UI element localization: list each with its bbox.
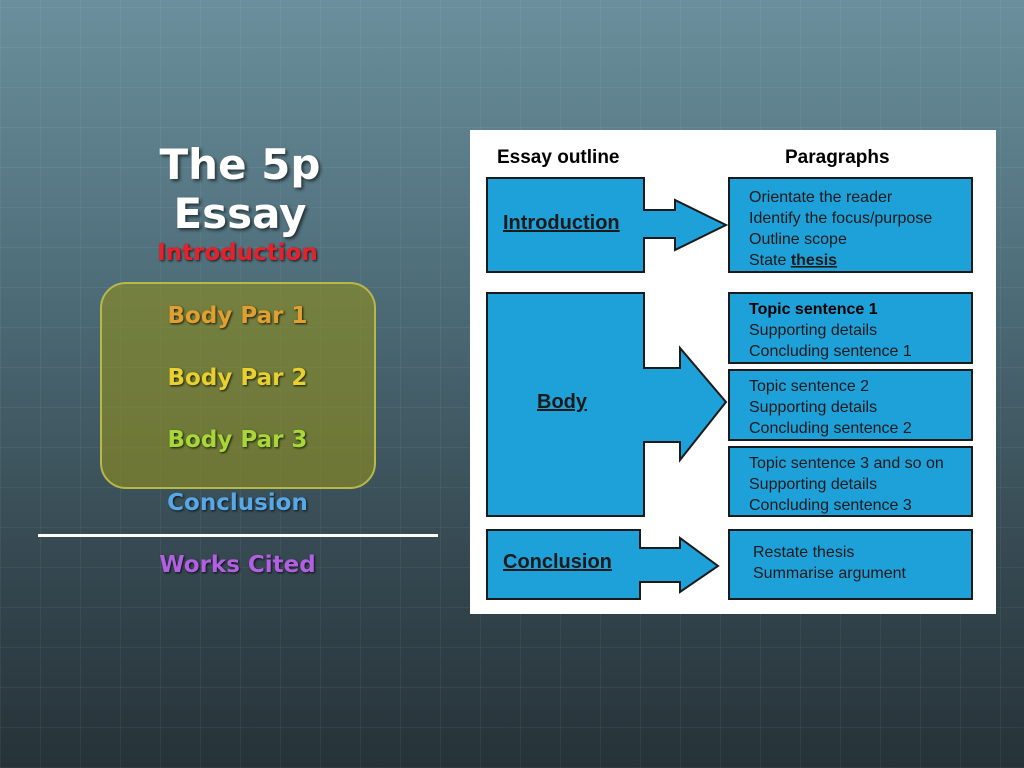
- body-group-2-line-1: Topic sentence 2: [749, 378, 869, 395]
- body-group-3-line-3: Concluding sentence 3: [749, 497, 912, 514]
- essay-outline-diagram: Essay outline Paragraphs Introduction Bo…: [470, 130, 996, 614]
- intro-line-4: State thesis: [749, 252, 837, 269]
- intro-line-3: Outline scope: [749, 231, 847, 248]
- diagram-header-paragraphs: Paragraphs: [785, 147, 890, 168]
- body-group-2-box: [728, 369, 973, 441]
- body-group-2-line-3: Concluding sentence 2: [749, 420, 912, 437]
- body-group-1-line-2: Supporting details: [749, 322, 877, 339]
- introduction-arrow-box: [486, 177, 729, 273]
- introduction-label: Introduction: [503, 212, 620, 234]
- conclusion-line-2: Summarise argument: [753, 565, 907, 582]
- introduction-paragraph-box: [728, 177, 973, 273]
- body-group-1-line-1: Topic sentence 1: [749, 301, 878, 318]
- body-group-3-line-2: Supporting details: [749, 476, 877, 493]
- conclusion-label: Conclusion: [503, 551, 612, 573]
- intro-thesis-word: thesis: [791, 252, 837, 269]
- conclusion-arrow-box: [486, 529, 720, 600]
- conclusion-paragraph-box: [728, 529, 973, 600]
- intro-line-2: Identify the focus/purpose: [749, 210, 932, 227]
- diagram-header-essay-outline: Essay outline: [497, 147, 620, 168]
- body-paragraphs-box: [100, 282, 376, 489]
- outline-body-par-1: Body Par 1: [167, 303, 308, 329]
- outline-conclusion: Conclusion: [167, 490, 308, 516]
- body-arrow-box: [486, 292, 728, 517]
- outline-divider: [38, 534, 438, 537]
- intro-state-text: State: [749, 252, 786, 269]
- diagram-canvas: Essay outline Paragraphs Introduction Bo…: [486, 147, 973, 600]
- conclusion-line-1: Restate thesis: [753, 544, 854, 561]
- body-group-2-line-2: Supporting details: [749, 399, 877, 416]
- body-group-1-line-3: Concluding sentence 1: [749, 343, 912, 360]
- body-label: Body: [537, 391, 588, 413]
- outline-works-cited: Works Cited: [159, 552, 316, 578]
- intro-line-1: Orientate the reader: [749, 189, 893, 206]
- body-group-1-box: [728, 292, 973, 364]
- body-group-3-box: [728, 446, 973, 517]
- outline-body-par-2: Body Par 2: [167, 365, 308, 391]
- outline-introduction: Introduction: [157, 240, 318, 266]
- body-group-3-line-1: Topic sentence 3 and so on: [749, 455, 944, 472]
- outline-body-par-3: Body Par 3: [167, 427, 308, 453]
- slide-title: The 5p Essay: [159, 140, 321, 238]
